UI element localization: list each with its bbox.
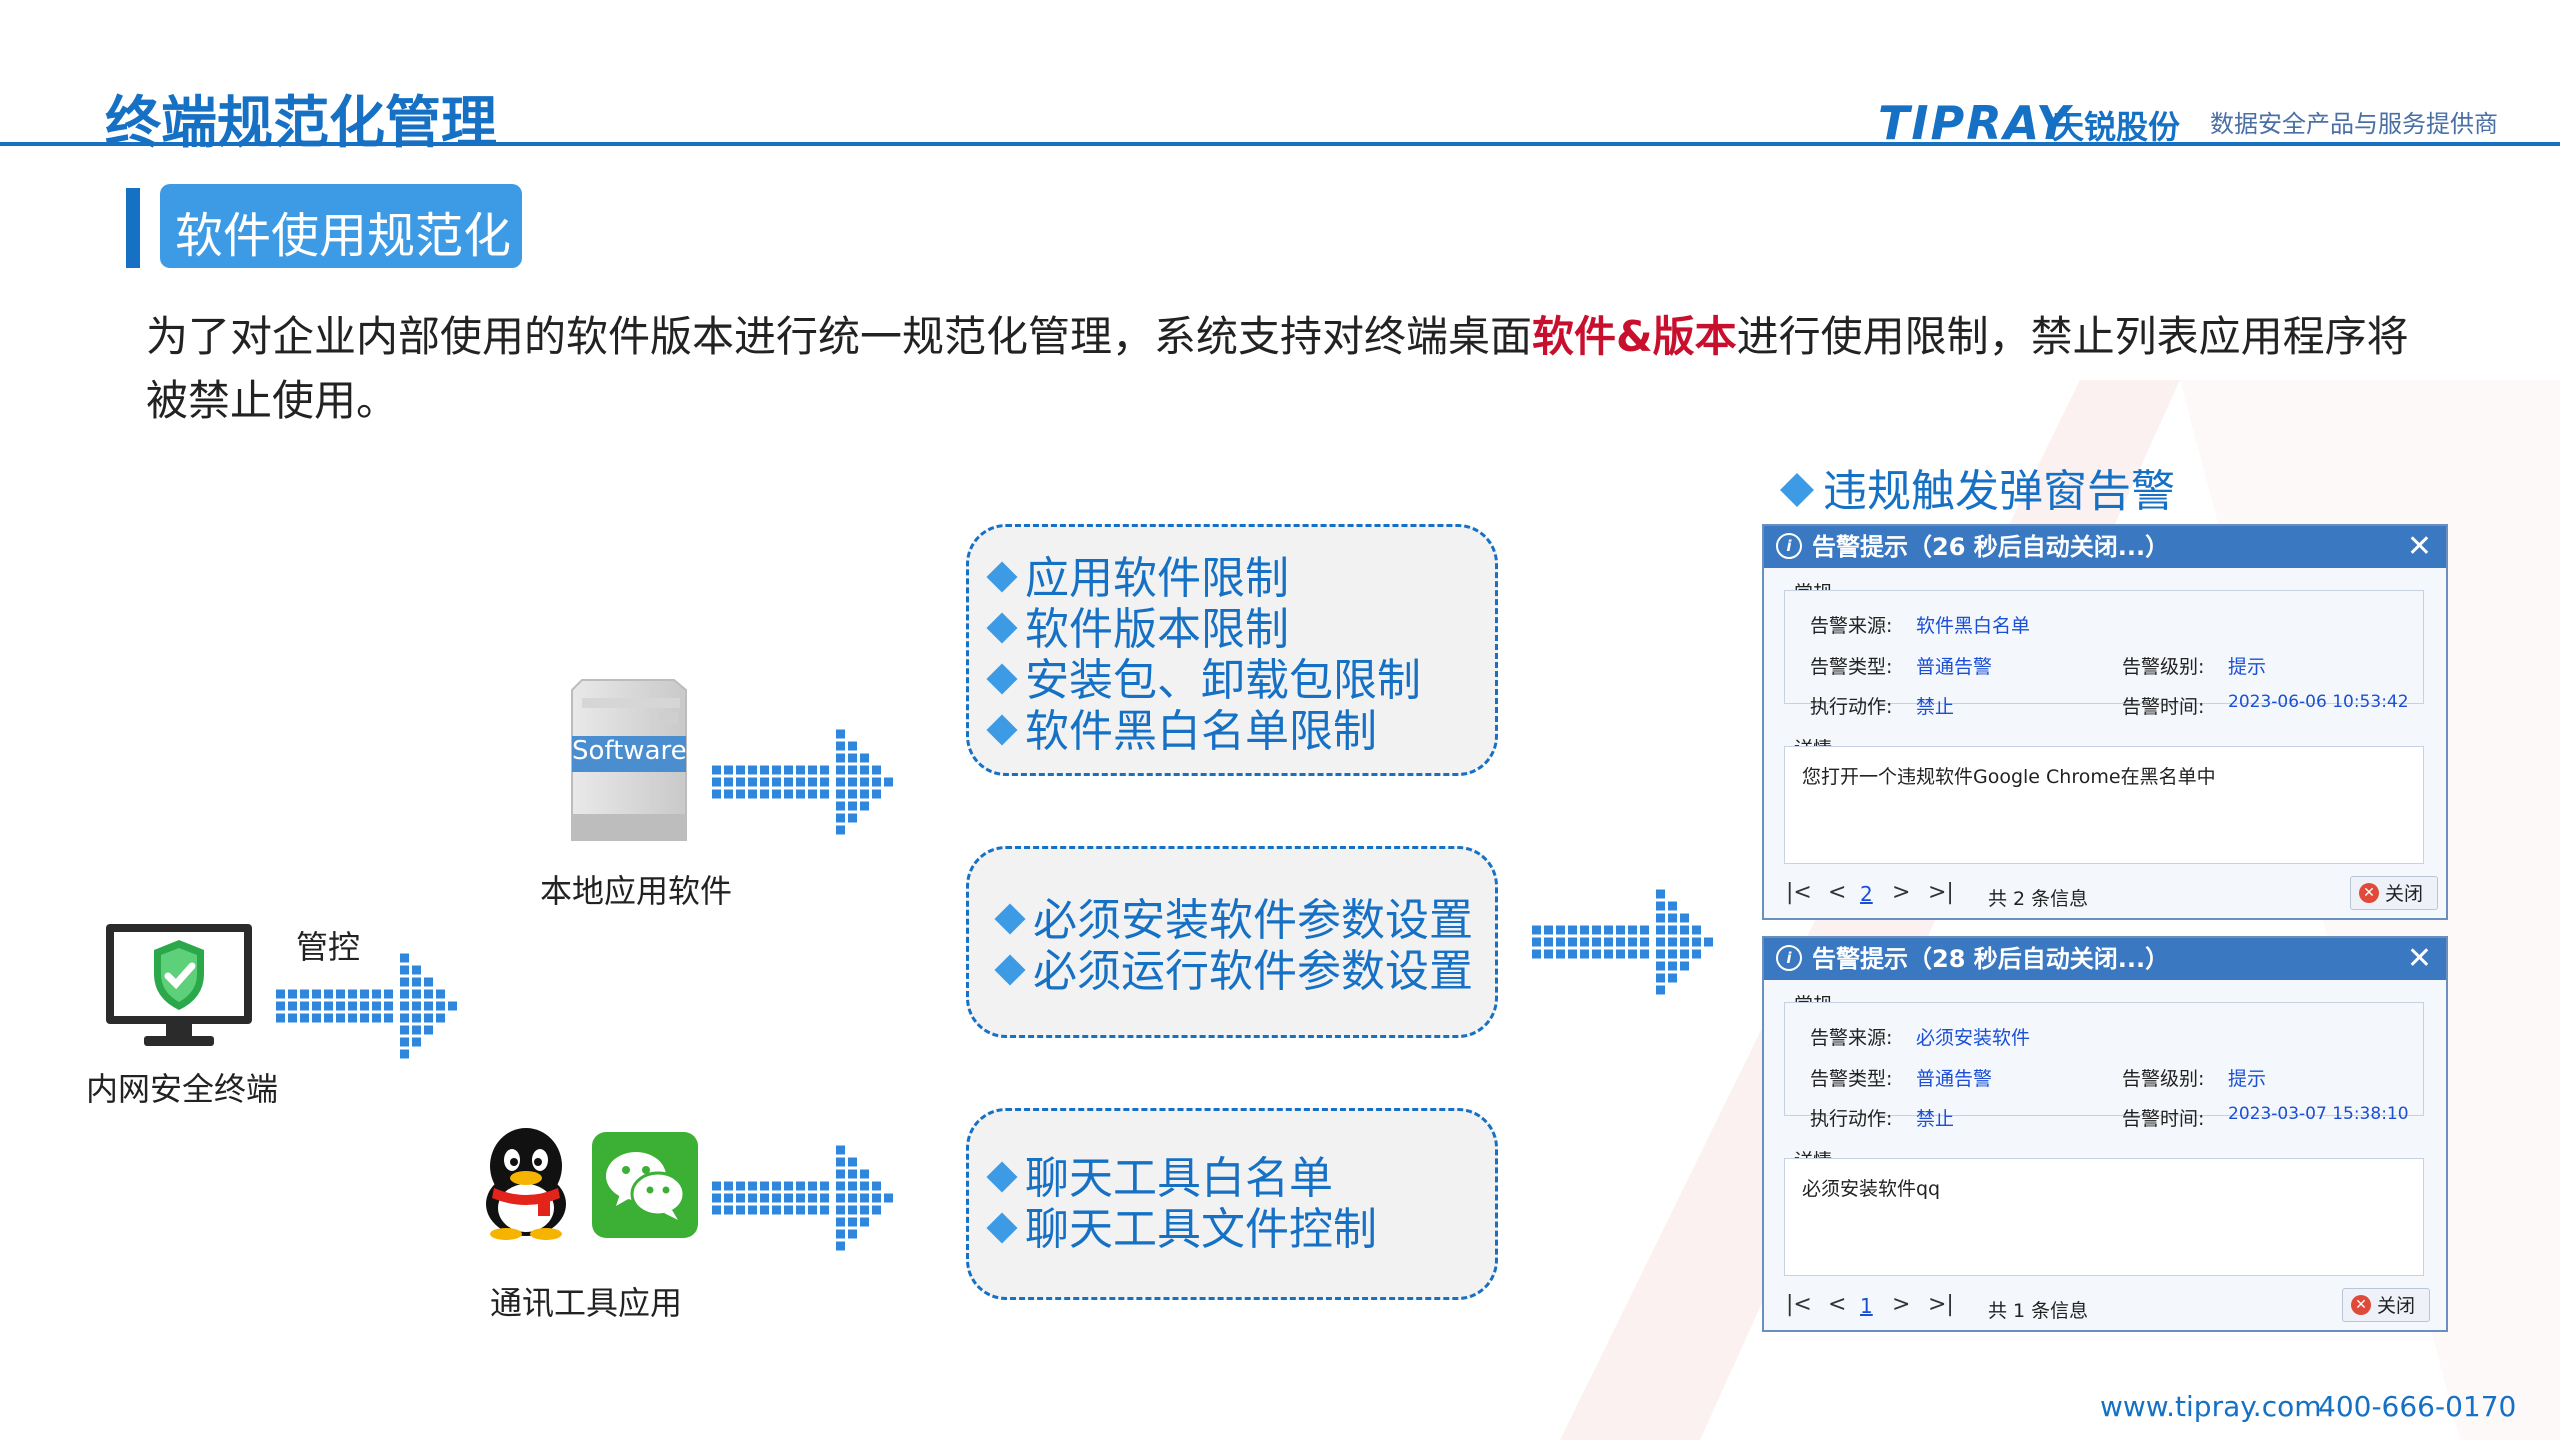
- diamond-bullet-icon: [986, 1161, 1018, 1193]
- dialog-close-button[interactable]: ✕关闭: [2350, 876, 2438, 910]
- footer-phone: 400-666-0170: [2318, 1390, 2517, 1423]
- action-label: 执行动作:: [1810, 696, 1893, 718]
- diamond-bullet-icon: [994, 954, 1026, 986]
- first-page-icon[interactable]: |<: [1786, 880, 1812, 905]
- type-label: 告警类型:: [1810, 1068, 1893, 1090]
- software-box-icon: [571, 679, 687, 841]
- arrow-software: [712, 729, 893, 835]
- footer-website[interactable]: www.tipray.com: [2100, 1390, 2322, 1423]
- source-value: 必须安装软件: [1916, 1027, 2031, 1049]
- next-page-icon[interactable]: >: [1892, 880, 1911, 905]
- detail-box: [1784, 746, 2424, 864]
- type-value: 普通告警: [1916, 656, 1993, 678]
- action-label: 执行动作:: [1810, 1108, 1893, 1130]
- required-software-box: 必须安装软件参数设置 必须运行软件参数设置: [966, 846, 1498, 1038]
- terminal-label: 内网安全终端: [86, 1070, 279, 1108]
- intro-text: 为了对企业内部使用的软件版本进行统一规范化管理，系统支持对终端桌面: [146, 312, 1533, 361]
- logo-company-name: 天锐股份: [2052, 108, 2181, 146]
- action-value: 禁止: [1916, 696, 1955, 718]
- company-tagline: 数据安全产品与服务提供商: [2210, 110, 2498, 138]
- time-value: 2023-06-06 10:53:42: [2228, 692, 2409, 712]
- detail-text: 必须安装软件qq: [1802, 1178, 1941, 1200]
- level-value: 提示: [2228, 1068, 2267, 1090]
- control-label: 管控: [296, 928, 361, 966]
- intro-text-end: 进行使用限制，禁止列表应用程序将被禁止使用。: [146, 312, 2409, 425]
- dialog-close-button[interactable]: ✕关闭: [2342, 1288, 2430, 1322]
- section-accent-bar: [126, 188, 140, 268]
- section-heading-box: [160, 184, 522, 268]
- diamond-bullet-icon: [986, 663, 1018, 695]
- list-item: 聊天工具白名单: [986, 1153, 1333, 1205]
- record-total: 共 1 条信息: [1988, 1300, 2089, 1322]
- software-restrictions-box: 应用软件限制 软件版本限制 安装包、卸载包限制 软件黑白名单限制: [966, 524, 1498, 776]
- software-box-text: Software: [572, 736, 687, 766]
- list-item: 软件黑白名单限制: [986, 706, 1377, 758]
- info-icon: i: [1776, 533, 1802, 559]
- list-item: 安装包、卸载包限制: [986, 655, 1421, 707]
- source-value: 软件黑白名单: [1916, 615, 2031, 637]
- detail-box: [1784, 1158, 2424, 1276]
- current-page[interactable]: 1: [1860, 1294, 1873, 1318]
- time-value: 2023-03-07 15:38:10: [2228, 1104, 2409, 1124]
- list-item: 软件版本限制: [986, 604, 1289, 656]
- diamond-bullet-icon: [986, 714, 1018, 746]
- level-label: 告警级别:: [2122, 656, 2205, 678]
- close-icon: ✕: [2351, 1295, 2371, 1315]
- info-icon: i: [1776, 945, 1802, 971]
- close-icon[interactable]: ✕: [2406, 529, 2432, 564]
- diamond-bullet-icon: [986, 1212, 1018, 1244]
- monitor-shield-icon: [106, 924, 252, 1046]
- intro-paragraph: 为了对企业内部使用的软件版本进行统一规范化管理，系统支持对终端桌面软件&版本进行…: [146, 305, 2436, 433]
- level-label: 告警级别:: [2122, 1068, 2205, 1090]
- type-value: 普通告警: [1916, 1068, 1993, 1090]
- im-label: 通讯工具应用: [490, 1284, 683, 1322]
- close-icon[interactable]: ✕: [2406, 941, 2432, 976]
- arrow-im: [712, 1145, 893, 1251]
- intro-highlight: 软件&版本: [1532, 312, 1737, 361]
- diamond-bullet-icon: [986, 561, 1018, 593]
- qq-penguin-icon: [486, 1128, 566, 1240]
- level-value: 提示: [2228, 656, 2267, 678]
- time-label: 告警时间:: [2122, 696, 2205, 718]
- source-label: 告警来源:: [1810, 615, 1893, 637]
- time-label: 告警时间:: [2122, 1108, 2205, 1130]
- record-total: 共 2 条信息: [1988, 888, 2089, 910]
- diamond-bullet-icon: [986, 612, 1018, 644]
- first-page-icon[interactable]: |<: [1786, 1292, 1812, 1317]
- next-page-icon[interactable]: >: [1892, 1292, 1911, 1317]
- section-title: 软件使用规范化: [175, 208, 512, 264]
- last-page-icon[interactable]: >|: [1928, 1292, 1954, 1317]
- general-group: [1784, 590, 2424, 704]
- type-label: 告警类型:: [1810, 656, 1893, 678]
- logo-wordmark: TIPRAY: [1878, 96, 2072, 150]
- software-label: 本地应用软件: [540, 872, 733, 910]
- page-title: 终端规范化管理: [105, 91, 497, 156]
- chat-tools-box: 聊天工具白名单 聊天工具文件控制: [966, 1108, 1498, 1300]
- list-item: 必须安装软件参数设置: [994, 895, 1473, 947]
- general-group: [1784, 1002, 2424, 1116]
- list-item: 必须运行软件参数设置: [994, 946, 1473, 998]
- source-label: 告警来源:: [1810, 1027, 1893, 1049]
- prev-page-icon[interactable]: <: [1828, 1292, 1847, 1317]
- last-page-icon[interactable]: >|: [1928, 880, 1954, 905]
- alerts-heading: 违规触发弹窗告警: [1780, 455, 2175, 519]
- current-page[interactable]: 2: [1860, 882, 1873, 906]
- wechat-icon: [592, 1132, 698, 1238]
- diamond-bullet-icon: [1780, 473, 1814, 507]
- header-divider: [0, 142, 2560, 146]
- diamond-bullet-icon: [994, 903, 1026, 935]
- action-value: 禁止: [1916, 1108, 1955, 1130]
- arrow-alerts: [1532, 889, 1713, 995]
- list-item: 聊天工具文件控制: [986, 1204, 1377, 1256]
- detail-text: 您打开一个违规软件Google Chrome在黑名单中: [1802, 766, 2216, 788]
- prev-page-icon[interactable]: <: [1828, 880, 1847, 905]
- close-icon: ✕: [2359, 883, 2379, 903]
- list-item: 应用软件限制: [986, 553, 1289, 605]
